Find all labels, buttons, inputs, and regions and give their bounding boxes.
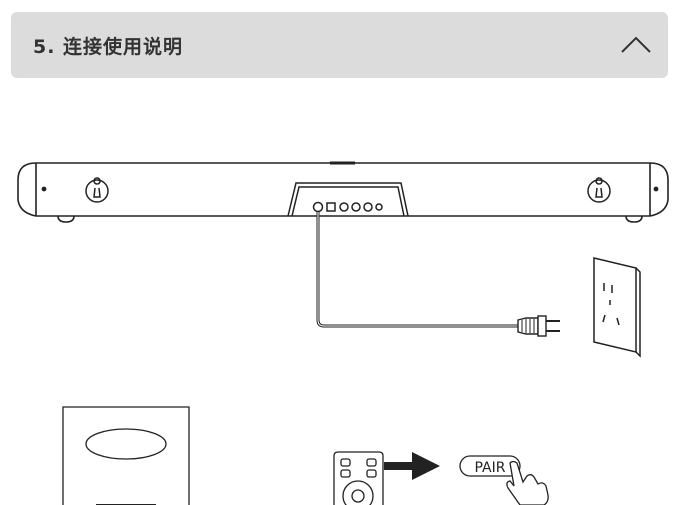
wall-mount-hole-right xyxy=(587,177,611,203)
manual-card xyxy=(62,406,190,505)
arrow-icon xyxy=(384,452,440,480)
soundbar xyxy=(17,161,669,223)
wall-outlet xyxy=(593,257,641,358)
wall-mount-hole-left xyxy=(85,177,109,203)
pair-button xyxy=(459,455,521,477)
hand-pointer-icon xyxy=(506,460,549,505)
section-title: 5. 连接使用说明 xyxy=(33,36,184,58)
power-plug xyxy=(517,315,560,337)
pair-button-label: PAIR xyxy=(475,460,506,476)
rear-port-panel xyxy=(287,182,409,217)
remote-control xyxy=(333,451,384,505)
chevron-up-icon[interactable] xyxy=(620,30,652,60)
section-header[interactable]: 5. 连接使用说明 xyxy=(11,12,668,78)
power-cable xyxy=(316,212,520,328)
